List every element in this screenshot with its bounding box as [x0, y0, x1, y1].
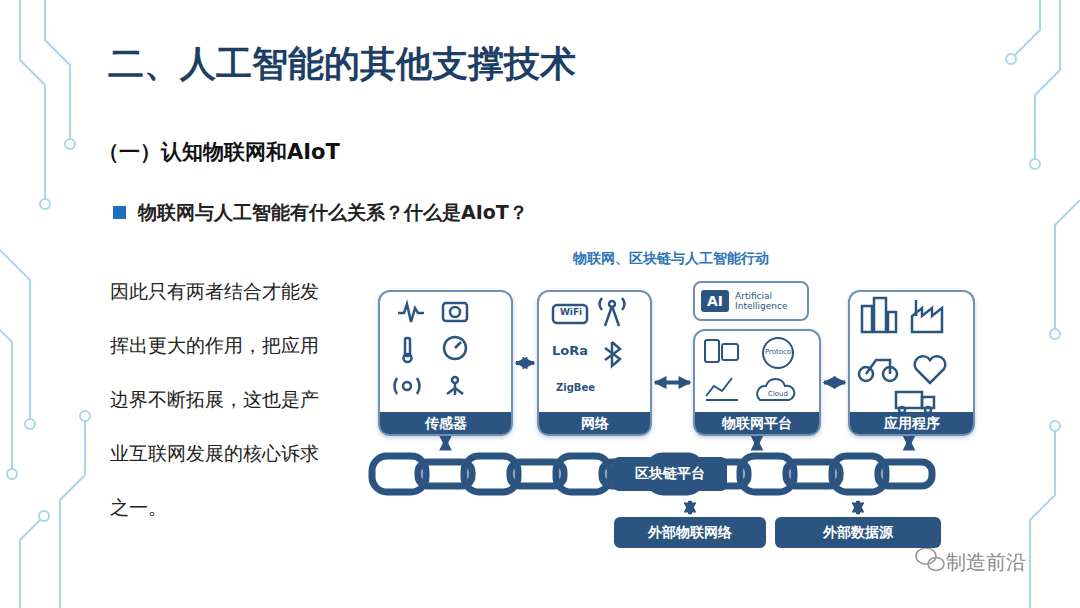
- section-heading: （一）认知物联网和AIoT: [98, 138, 498, 166]
- application-box: 应用程序: [848, 290, 975, 436]
- network-box: 网络: [537, 290, 652, 436]
- chain-links: [372, 456, 932, 492]
- double-arrow: [824, 381, 845, 385]
- network-icons: [553, 298, 625, 366]
- external-box: 外部物联网络: [614, 517, 766, 548]
- box-label: 传感器: [380, 412, 511, 434]
- external-box: 外部数据源: [775, 517, 941, 548]
- box-label: 网络: [539, 412, 650, 434]
- ai-caption: Artificial Intelligence: [735, 291, 801, 312]
- double-arrow: [655, 381, 690, 385]
- box-label: 应用程序: [850, 412, 973, 434]
- chain-link: [878, 462, 932, 486]
- wechat-icon: [916, 548, 944, 571]
- double-arrow: [755, 439, 759, 447]
- application-icons: [859, 298, 945, 413]
- double-arrow: [444, 439, 448, 447]
- box-label: 外部物联网络: [648, 524, 732, 542]
- ai-box: AI Artificial Intelligence: [693, 281, 809, 321]
- sensor-box: 传感器: [378, 290, 513, 436]
- platform-icons: [705, 338, 794, 400]
- diagram-heading: 物联网、区块链与人工智能行动: [540, 250, 802, 268]
- double-arrow: [856, 501, 860, 514]
- sensor-icons: [395, 303, 468, 395]
- body-paragraph: 因此只有两者结合才能发挥出更大的作用，把应用边界不断拓展，这也是产业互联网发展的…: [110, 264, 320, 534]
- icon-label: LoRa: [552, 343, 592, 358]
- icon-label: Cloud: [766, 390, 790, 398]
- double-arrow: [907, 439, 911, 447]
- watermark: 制造前沿: [946, 549, 1046, 576]
- icon-label: Protocol: [764, 348, 794, 356]
- ai-chip-label: AI: [701, 290, 729, 312]
- platform-box: 物联网平台: [693, 329, 821, 436]
- slide-title: 二、人工智能的其他支撑技术: [108, 40, 576, 89]
- double-arrow: [688, 501, 692, 514]
- bullet-square: [113, 206, 126, 219]
- double-arrow: [516, 361, 534, 365]
- box-label: 物联网平台: [695, 412, 819, 434]
- icon-label: WiFi: [555, 307, 587, 317]
- bullet-text: 物联网与人工智能有什么关系？什么是AIoT？: [138, 200, 658, 226]
- band-label: 区块链平台: [613, 457, 727, 491]
- box-label: 外部数据源: [823, 524, 893, 542]
- icon-label: ZigBee: [556, 382, 604, 393]
- blockchain-band: 区块链平台: [370, 450, 970, 498]
